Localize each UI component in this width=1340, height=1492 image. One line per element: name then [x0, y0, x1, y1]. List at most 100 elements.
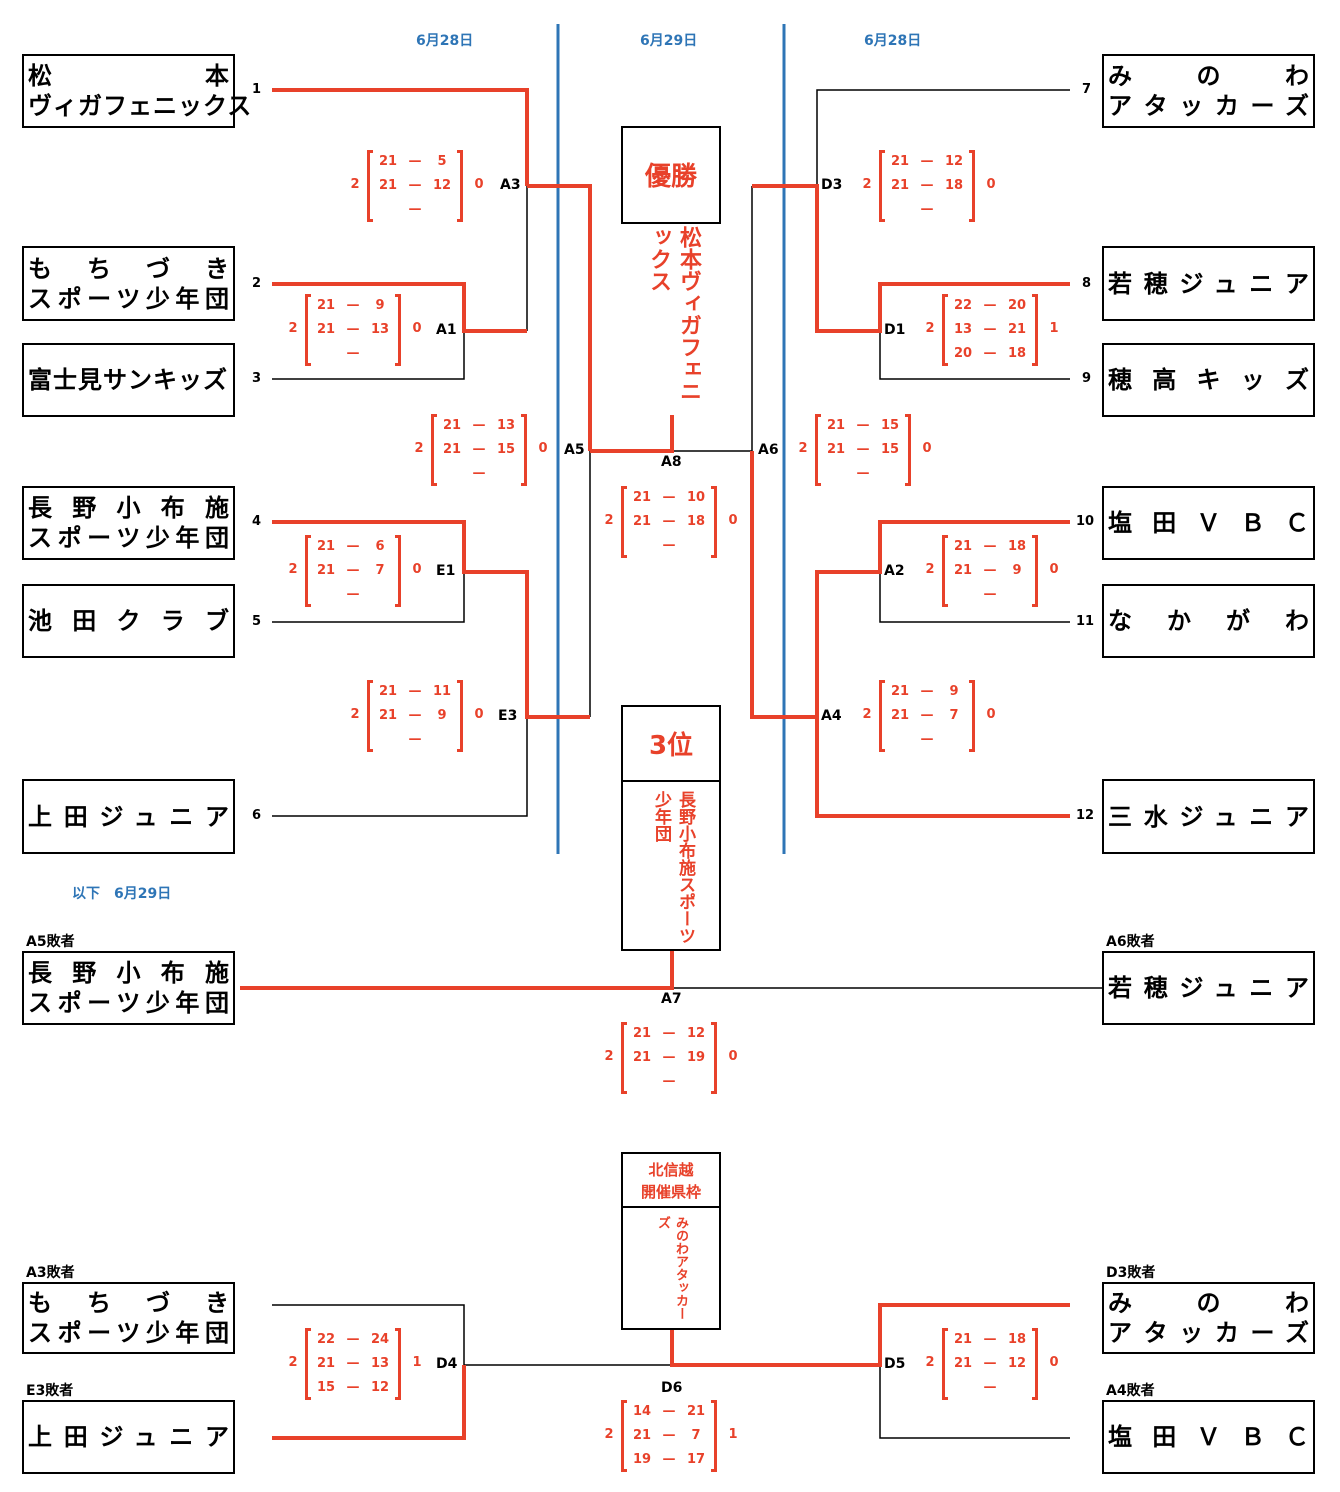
- team-name: もちづき: [28, 1289, 229, 1317]
- score-dash: —: [662, 1428, 676, 1443]
- date-lower: 以下 6月29日: [72, 886, 172, 902]
- set-score-row: 21—7: [621, 1424, 717, 1448]
- seed-number: 2: [252, 276, 262, 291]
- sets-won-right: 0: [474, 177, 484, 192]
- set-score: 20: [1007, 298, 1027, 313]
- score-dash: —: [662, 514, 676, 529]
- score-bracket-left: [305, 535, 311, 607]
- source-label-e3: E3敗者: [26, 1383, 74, 1399]
- set-score: 21: [632, 490, 652, 505]
- set-score-row: 21—18: [621, 510, 717, 534]
- team-name: 長野小布施: [28, 494, 229, 522]
- score-dash: —: [472, 442, 486, 457]
- team-name: スポーツ少年団: [28, 989, 229, 1017]
- win-pdc: [670, 1303, 1070, 1367]
- set-score: 9: [1012, 563, 1022, 578]
- line-5: [272, 572, 465, 623]
- set-score: 24: [370, 1332, 390, 1347]
- date-left: 6月28日: [416, 33, 474, 49]
- team-name: なかがわ: [1108, 607, 1309, 635]
- sets-won-left: 2: [862, 177, 872, 192]
- hokushinetsu-title-1: 北信越: [648, 1161, 694, 1179]
- score-dash: —: [346, 1380, 360, 1395]
- set-score: 18: [1007, 539, 1027, 554]
- set-score: 18: [1007, 1332, 1027, 1347]
- set-score-row: 22—24: [305, 1328, 401, 1352]
- seed-number: 8: [1082, 276, 1092, 291]
- sets-won-left: 2: [925, 562, 935, 577]
- set-score: 21: [316, 298, 336, 313]
- win-12: [815, 717, 1070, 818]
- score-dash: —: [983, 563, 997, 578]
- sets-won-right: 0: [412, 562, 422, 577]
- set-score: 21: [953, 1332, 973, 1347]
- score-dash: —: [408, 202, 422, 217]
- set-score: 21: [442, 442, 462, 457]
- set-score-row: 21—15: [431, 438, 527, 462]
- match-label-a1: A1: [436, 322, 457, 338]
- sets-won-right: 1: [728, 1427, 738, 1442]
- sets-won-left: 2: [862, 707, 872, 722]
- set-score: 11: [432, 684, 452, 699]
- team-box-6: 上田ジュニア: [22, 779, 235, 854]
- match-label-d1: D1: [884, 322, 906, 338]
- set-score-row: —: [879, 198, 975, 222]
- score-bracket-right: [1032, 1328, 1038, 1400]
- set-score-row: 14—21: [621, 1400, 717, 1424]
- match-label-a5: A5: [564, 442, 585, 458]
- score-bracket-right: [395, 535, 401, 607]
- set-score: 9: [375, 298, 385, 313]
- score-bracket-left: [621, 1400, 627, 1472]
- score-dash: —: [408, 684, 422, 699]
- match-label-a6: A6: [758, 442, 779, 458]
- set-score-row: —: [431, 462, 527, 486]
- champion-name: 松本ヴィガフェニックス: [646, 226, 701, 402]
- team-name: スポーツ少年団: [28, 284, 229, 313]
- score-dash: —: [662, 1404, 676, 1419]
- match-label-a8: A8: [661, 454, 682, 470]
- set-score: 15: [880, 418, 900, 433]
- score-bracket-left: [305, 294, 311, 366]
- sets-won-right: 0: [728, 1049, 738, 1064]
- team-name: ヴィガフェニックス: [28, 92, 253, 120]
- team-name: 上田ジュニア: [28, 1423, 229, 1451]
- set-score: 9: [437, 708, 447, 723]
- match-label-e3: E3: [498, 708, 518, 724]
- set-score: 21: [378, 684, 398, 699]
- team-box-10: 塩田ＶＢＣ: [1102, 486, 1315, 560]
- set-score-row: 21—13: [431, 414, 527, 438]
- set-score: 21: [378, 178, 398, 193]
- loser-lines: [272, 89, 1102, 1439]
- set-score: 7: [375, 563, 385, 578]
- set-score: 18: [1007, 346, 1027, 361]
- set-score: 21: [316, 322, 336, 337]
- team-box-d-a: もちづき スポーツ少年団: [22, 1282, 235, 1354]
- set-score: 21: [632, 1026, 652, 1041]
- score-dash: —: [346, 1332, 360, 1347]
- score-dash: —: [983, 539, 997, 554]
- team-name: みのわ: [1108, 1289, 1309, 1317]
- score-dash: —: [472, 466, 486, 481]
- win-4: [272, 520, 590, 719]
- score-bracket-right: [1032, 535, 1038, 607]
- score-dash: —: [856, 418, 870, 433]
- hokushinetsu-title-2: 開催県枠: [640, 1183, 701, 1201]
- set-score-row: 22—20: [942, 294, 1038, 318]
- set-score: 20: [953, 346, 973, 361]
- set-score-row: —: [942, 583, 1038, 607]
- set-score: 21: [890, 178, 910, 193]
- set-score-row: 21—7: [879, 704, 975, 728]
- score-dash: —: [662, 1074, 676, 1089]
- score-dash: —: [920, 202, 934, 217]
- sets-won-right: 0: [474, 707, 484, 722]
- team-box-d-c: みのわ アタッカーズ: [1102, 1282, 1315, 1354]
- source-label-d3: D3敗者: [1106, 1265, 1156, 1281]
- team-name: 上田ジュニア: [28, 802, 229, 831]
- score-dash: —: [408, 154, 422, 169]
- team-name: スポーツ少年団: [28, 1319, 229, 1347]
